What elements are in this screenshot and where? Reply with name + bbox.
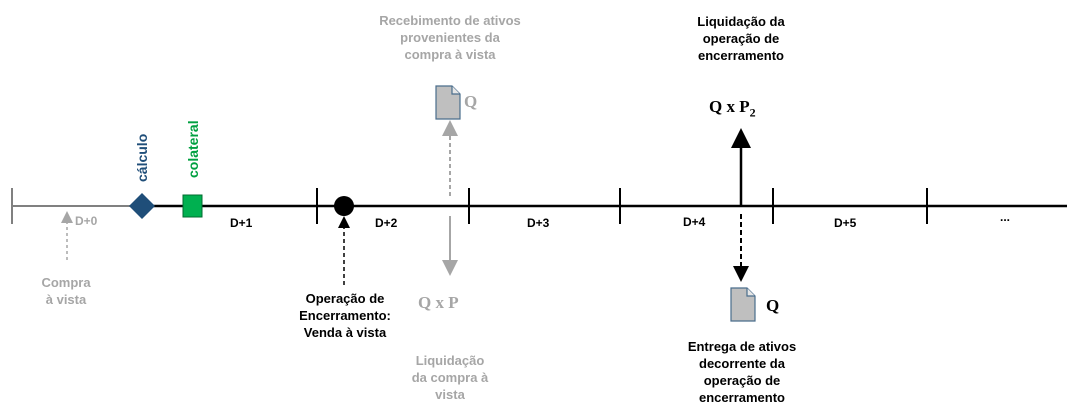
day-label-d2: D+2	[375, 216, 398, 230]
operacao-encerramento-label: Operação de Encerramento: Venda à vista	[299, 291, 391, 340]
day-label-d5: D+5	[834, 216, 857, 230]
colateral-label: colateral	[185, 120, 201, 178]
calculo-label: cálculo	[134, 133, 150, 182]
entrega-ativos-label: Entrega de ativos decorrente da operação…	[687, 339, 797, 405]
liquidacao-compra-label: Liquidação da compra à vista	[411, 353, 489, 402]
recebimento-q: Q	[464, 92, 478, 111]
qxp2-label: Q x P2	[709, 97, 756, 120]
circle-marker	[334, 196, 354, 216]
day-label-d1: D+1	[230, 216, 253, 230]
qxp-label: Q x P	[418, 293, 459, 312]
day-label-d0: D+0	[75, 214, 98, 228]
day-label-d3: D+3	[527, 216, 550, 230]
diamond-marker	[129, 193, 155, 219]
square-marker	[182, 194, 203, 218]
document-icon	[435, 85, 461, 120]
entrega-q: Q	[766, 296, 780, 315]
document-icon	[730, 287, 756, 322]
compra-vista-label: Compra à vista	[41, 275, 91, 307]
day-label-d4: D+4	[683, 215, 706, 229]
recebimento-ativos-label: Recebimento de ativos provenientes da co…	[379, 13, 521, 62]
day-label-more: ...	[1000, 210, 1011, 224]
liquidacao-encerramento-label: Liquidação da operação de encerramento	[697, 14, 785, 63]
